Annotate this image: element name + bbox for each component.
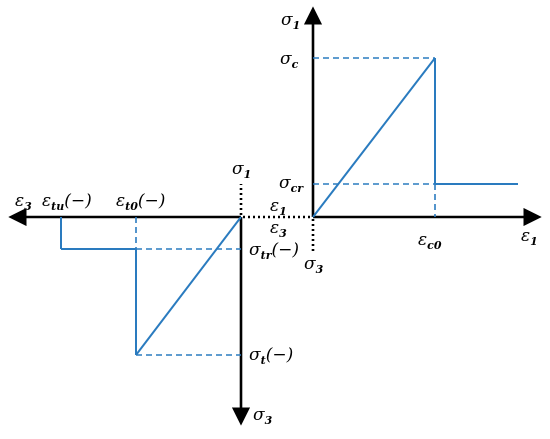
right-sigma3-label: σ3 — [304, 254, 324, 276]
peak-strain-label: εc0 — [418, 230, 442, 252]
connector: ε1 ε3 — [243, 196, 311, 240]
left-sigma3-label: σ3 — [253, 405, 273, 427]
peak-stress-label: σc — [280, 49, 299, 71]
ultimate-strain-label: εtu(−) — [42, 191, 92, 213]
right-epsilon1-label: ε1 — [521, 226, 538, 248]
tension-ascending-curve — [135, 216, 242, 356]
tension-peak-stress-label: σt(−) — [249, 345, 293, 367]
connector-epsilon3-label: ε3 — [270, 218, 287, 240]
compression-ascending-curve — [312, 57, 436, 218]
left-epsilon3-label: ε3 — [15, 191, 32, 213]
tension-peak-strain-label: εt0(−) — [116, 191, 165, 213]
right-panel: σ1 σc σcr εc0 ε1 σ3 — [279, 6, 542, 276]
left-panel: σ1 ε3 εtu(−) εt0(−) σtr(−) σt(−) σ3 — [8, 159, 299, 427]
right-sigma1-label: σ1 — [281, 10, 300, 32]
tension-residual-stress-label: σtr(−) — [249, 240, 299, 262]
connector-epsilon1-label: ε1 — [270, 196, 287, 218]
residual-stress-label: σcr — [279, 173, 304, 195]
left-sigma1-label: σ1 — [232, 159, 251, 181]
